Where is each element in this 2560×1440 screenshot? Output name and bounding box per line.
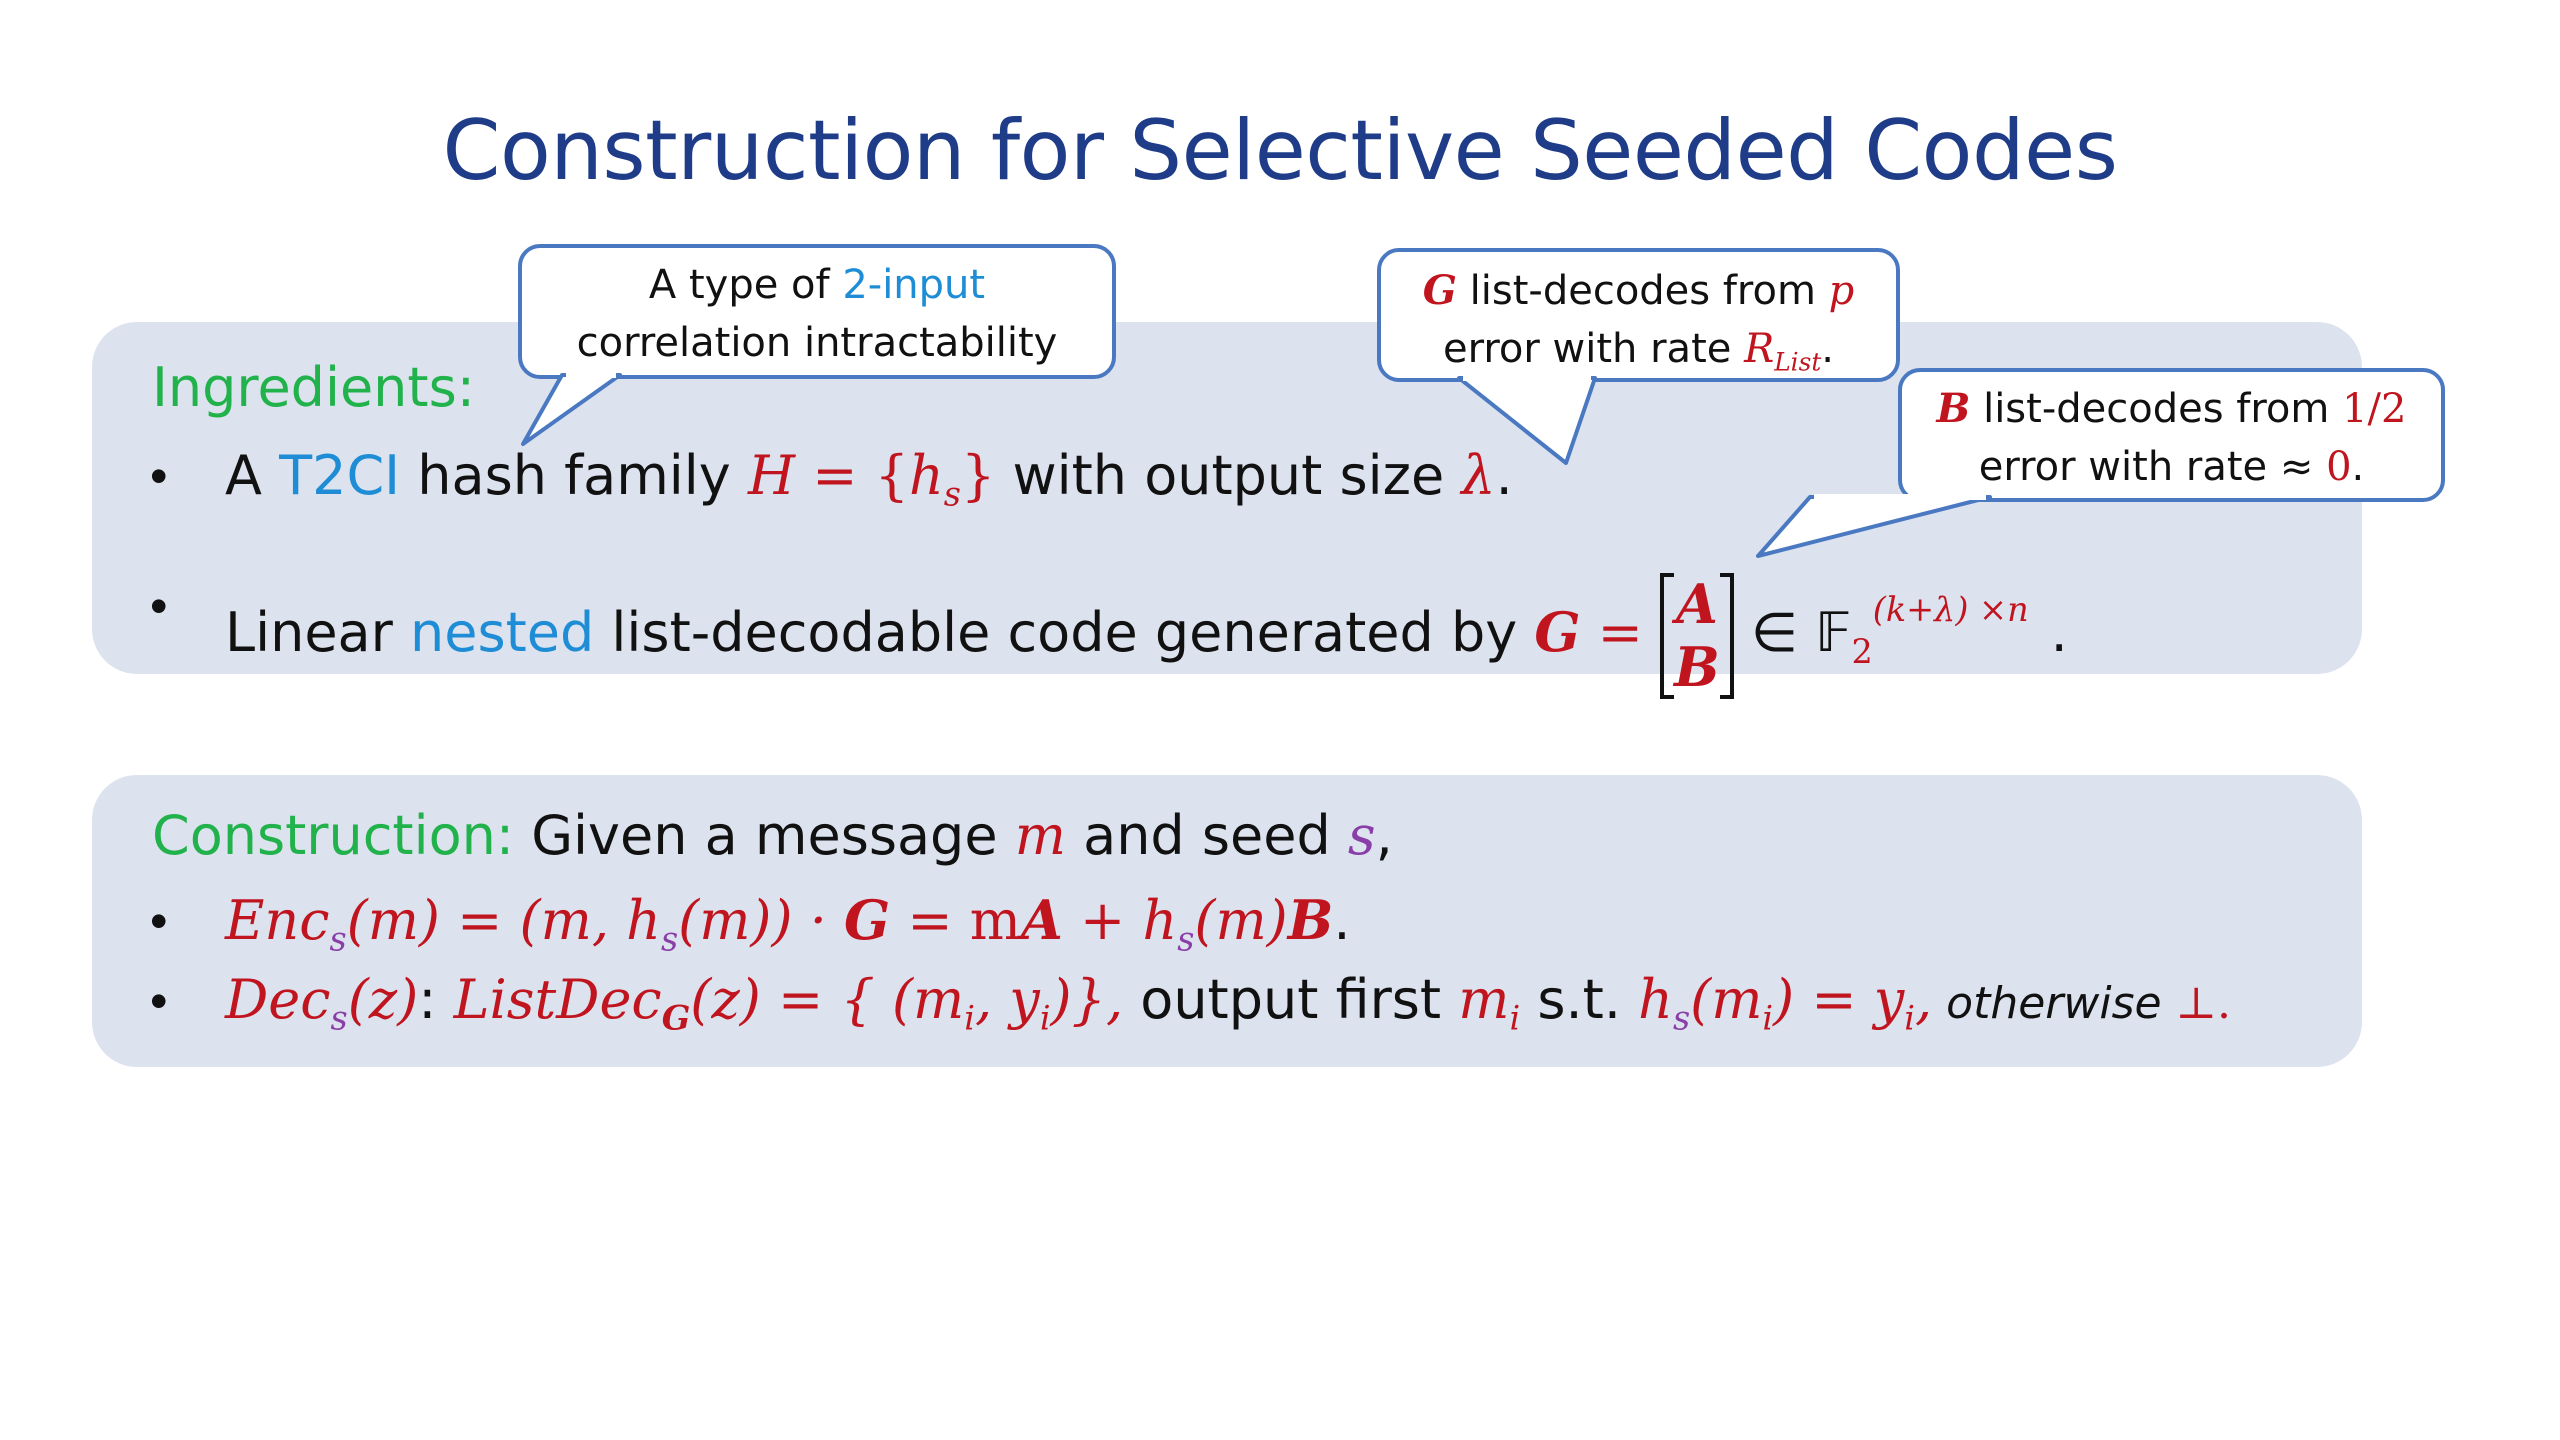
bullet: • [150, 578, 168, 634]
construction-intro: Construction: Given a message m and seed… [152, 804, 1393, 867]
bullet: • [150, 893, 168, 949]
nested-term: nested [410, 601, 595, 665]
construction-heading: Construction: [152, 804, 515, 867]
ingredient-nested-code: Linear nested list-decodable code genera… [225, 572, 2068, 700]
decoding-definition: Decs(z): ListDecG(z) = { (mi, yi)}, outp… [225, 968, 2231, 1038]
construction-panel [92, 775, 2362, 1067]
encoding-definition: Encs(m) = (m, hs(m)) · G = mA + hs(m)B. [225, 888, 1351, 959]
ingredient-hash-family: A T2CI hash family H = {hs} with output … [225, 444, 1513, 514]
bullet: • [150, 973, 168, 1029]
callout-correlation-intractability: A type of 2-input correlation intractabi… [518, 244, 1116, 379]
callout-g-list-decodes: G list-decodes from p error with rate RL… [1377, 248, 1900, 382]
t2ci-term: T2CI [279, 444, 401, 507]
ingredients-heading: Ingredients: [152, 356, 475, 419]
callout-b-list-decodes: B list-decodes from 1/2 error with rate … [1898, 368, 2445, 502]
slide-title: Construction for Selective Seeded Codes [442, 102, 2118, 199]
bullet: • [150, 448, 168, 504]
